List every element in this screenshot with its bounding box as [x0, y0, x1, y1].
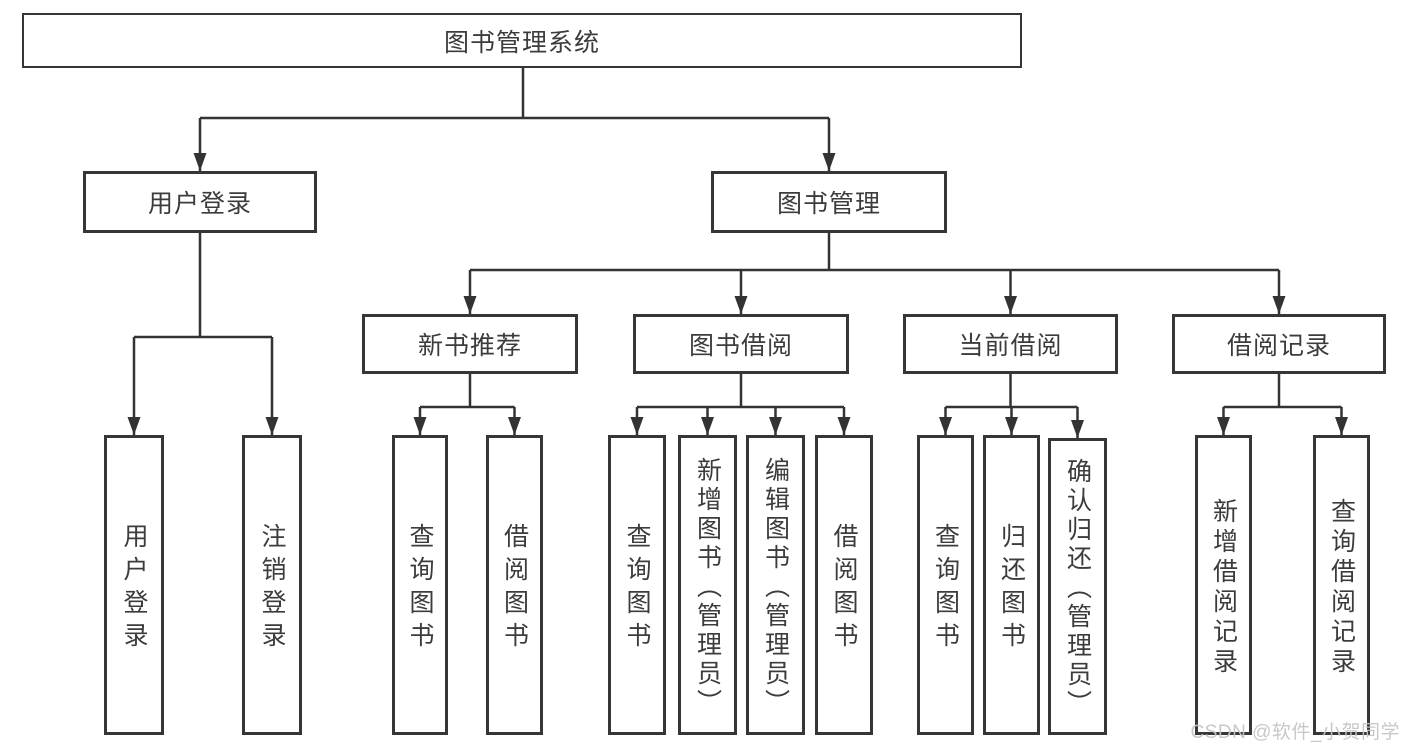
- node-new-book-recommendation: 新书推荐: [362, 314, 578, 374]
- node-label: 借阅记录: [1226, 332, 1331, 360]
- leaf-br-add-record: 新增借阅记录: [1195, 435, 1252, 735]
- leaf-label: 查询图书: [623, 523, 651, 655]
- leaf-bb-add-book-admin: 新增图书（管理员）: [678, 435, 737, 735]
- leaf-label: 查询借阅记录: [1327, 497, 1356, 678]
- leaf-label: 用户登录: [120, 523, 148, 655]
- node-user-login: 用户登录: [83, 171, 317, 233]
- leaf-label: 查询图书: [406, 523, 434, 655]
- leaf-logout: 注销登录: [242, 435, 302, 735]
- leaf-label: 借阅图书: [500, 523, 529, 655]
- leaf-label: 查询图书: [931, 523, 960, 655]
- leaf-cb-query-books: 查询图书: [917, 435, 974, 735]
- leaf-user-login: 用户登录: [104, 435, 164, 735]
- node-system-root: 图书管理系统: [22, 13, 1022, 68]
- leaf-label: 新增借阅记录: [1209, 497, 1238, 678]
- leaf-cb-confirm-return-admin: 确认归还（管理员）: [1048, 438, 1107, 735]
- node-current-borrowing: 当前借阅: [903, 314, 1118, 374]
- node-label: 图书借阅: [688, 332, 793, 360]
- leaf-nb-borrow-books: 借阅图书: [486, 435, 543, 735]
- leaf-bb-borrow-books: 借阅图书: [815, 435, 873, 735]
- node-label: 图书管理系统: [443, 28, 600, 57]
- node-label: 新书推荐: [417, 332, 522, 360]
- node-label: 用户登录: [147, 190, 252, 218]
- leaf-label: 归还图书: [997, 523, 1026, 655]
- node-book-management: 图书管理: [711, 171, 947, 233]
- leaf-label: 借阅图书: [830, 523, 858, 655]
- leaf-nb-query-books: 查询图书: [392, 435, 448, 735]
- node-label: 当前借阅: [958, 332, 1063, 360]
- node-book-borrowing: 图书借阅: [633, 314, 849, 374]
- leaf-br-query-record: 查询借阅记录: [1313, 435, 1370, 735]
- node-label: 图书管理: [776, 190, 881, 218]
- leaf-label: 编辑图书（管理员）: [761, 456, 790, 718]
- leaf-label: 新增图书（管理员）: [693, 456, 722, 718]
- leaf-bb-edit-book-admin: 编辑图书（管理员）: [746, 435, 805, 735]
- csdn-watermark: CSDN @软件_小贺同学: [1190, 722, 1400, 743]
- leaf-label: 注销登录: [258, 523, 286, 655]
- leaf-bb-query-books: 查询图书: [608, 435, 666, 735]
- node-borrowing-records: 借阅记录: [1172, 314, 1386, 374]
- leaf-cb-return-books: 归还图书: [983, 435, 1040, 735]
- leaf-label: 确认归还（管理员）: [1063, 458, 1092, 719]
